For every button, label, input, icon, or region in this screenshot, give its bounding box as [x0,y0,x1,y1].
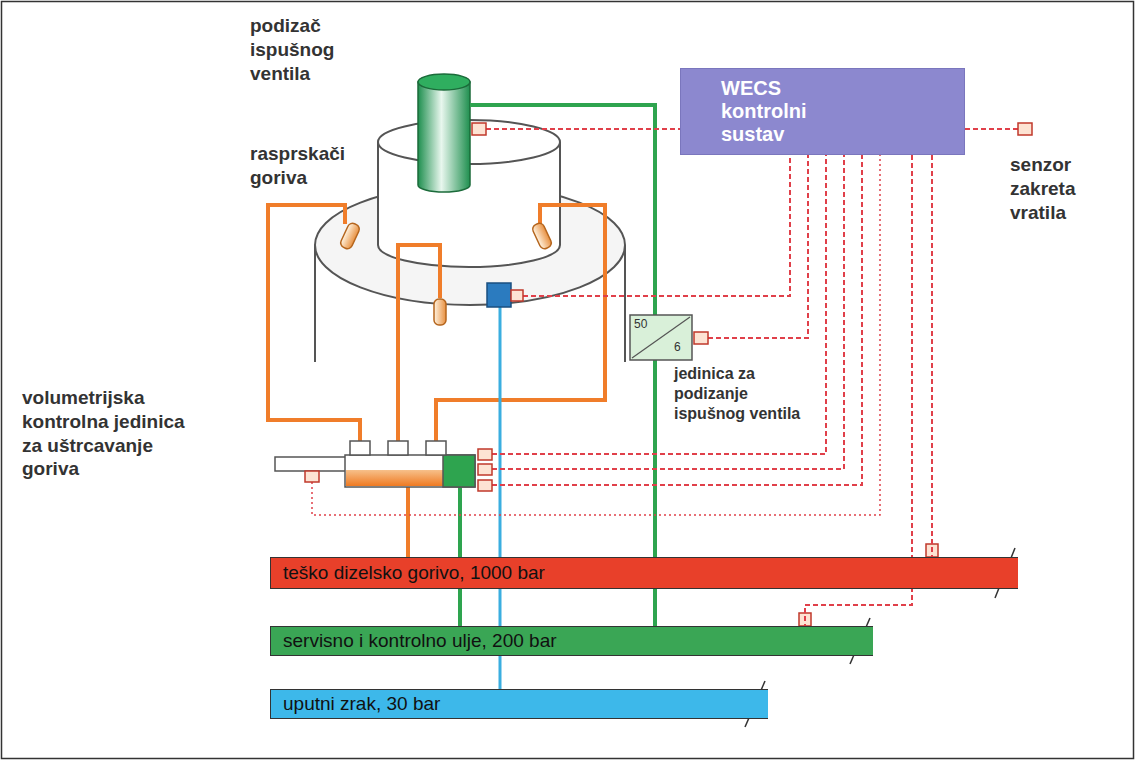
valve-lifter-top [418,74,470,90]
sensor [1018,123,1032,135]
sensor [478,449,492,460]
pressure-mark: 6 [674,340,690,355]
fuel-pipe [268,205,360,441]
signal-line [492,150,844,469]
signal-line [492,150,826,454]
injection-unit-oil [443,455,475,487]
control-rod [275,457,347,471]
signal-line [312,150,880,515]
node-text: servisno i kontrolno ulje, 200 bar [283,627,873,655]
part-label: jedinica za podizanje ispušnog ventila [674,364,809,424]
signal-line [965,128,1018,130]
control-box: WECS kontrolni sustav [680,68,965,155]
fuel-pipe [436,205,605,441]
fuel-injector-body [531,222,553,251]
supply-band: uputni zrak, 30 bar [270,689,768,719]
fuel-injector [339,222,361,251]
unit-divider [632,317,690,358]
injection-outlet [426,441,446,455]
node-text: teško dizelsko gorivo, 1000 bar [283,558,1018,588]
starting-air-valve [487,283,511,307]
sensor [472,123,486,135]
injection-unit [345,455,475,487]
node-text: WECS kontrolni sustav [721,77,841,146]
sensor [511,290,523,301]
sensor [478,464,492,475]
pressure-mark: 50 [634,317,658,332]
oil-pipe [470,105,655,630]
fuel-injector [434,299,446,325]
signal-line [708,150,808,338]
valve-lifter [418,82,470,192]
signal-line [486,128,680,130]
signal-line [492,150,862,485]
disk-side [314,245,316,362]
disk-side [624,245,626,362]
supply-band: teško dizelsko gorivo, 1000 bar [270,557,1018,589]
fuel-injector [531,222,553,251]
part-label: senzor zakreta vratila [1010,153,1122,224]
supply-band: servisno i kontrolno ulje, 200 bar [270,626,873,656]
sensor [694,332,708,344]
sensor [478,480,492,491]
injection-outlet [388,441,408,455]
fuel-pipe [398,245,440,441]
sensor [305,471,319,482]
part-label: volumetrijska kontrolna jedinica za uštr… [22,386,197,481]
node-text: uputni zrak, 30 bar [283,690,768,718]
part-label: podizač ispušnog ventila [250,14,360,85]
injection-outlet [350,441,370,455]
fuel-injector-body [434,299,446,325]
signal-line [523,150,790,296]
valve-actuator-unit [630,315,692,360]
signal-connector [931,155,933,557]
signal-connector [805,155,912,626]
injection-unit-fuel [346,470,443,486]
part-label: rasprskači goriva [250,142,360,190]
fuel-injector-body [339,222,361,251]
fuel-pipe [406,487,410,560]
